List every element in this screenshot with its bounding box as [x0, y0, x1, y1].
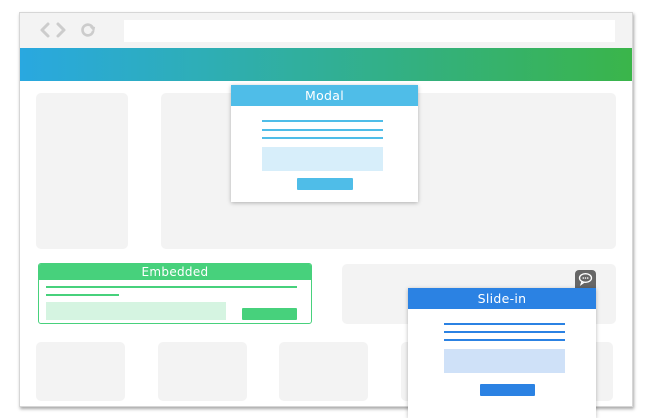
- browser-toolbar: [20, 13, 632, 48]
- address-bar[interactable]: [124, 20, 615, 42]
- embedded-form: Embedded: [38, 263, 312, 324]
- reload-icon[interactable]: [80, 21, 96, 39]
- modal-text-line: [262, 137, 383, 139]
- slidein-text-line: [444, 323, 565, 325]
- back-arrow-icon[interactable]: [37, 21, 53, 39]
- card-placeholder-1: [36, 342, 125, 401]
- embedded-title: Embedded: [39, 264, 311, 280]
- forward-arrow-icon[interactable]: [53, 21, 69, 39]
- modal-submit-button[interactable]: [297, 178, 353, 190]
- chat-bubble-icon: [578, 273, 593, 287]
- hero-banner: [20, 48, 632, 81]
- modal-text-line: [262, 129, 383, 131]
- card-placeholder-2: [158, 342, 247, 401]
- modal-popup: Modal: [231, 85, 418, 202]
- slidein-chat-tab[interactable]: [575, 270, 596, 289]
- modal-input-field[interactable]: [262, 147, 383, 171]
- sidebar-placeholder: [36, 93, 128, 249]
- modal-title: Modal: [231, 85, 418, 106]
- slidein-popup: Slide-in: [408, 288, 596, 418]
- embedded-text-line: [46, 286, 297, 288]
- modal-text-line: [262, 120, 383, 122]
- slidein-text-line: [444, 331, 565, 333]
- slidein-input-field[interactable]: [444, 349, 565, 373]
- slidein-title: Slide-in: [408, 288, 596, 309]
- slidein-submit-button[interactable]: [480, 384, 535, 396]
- embedded-submit-button[interactable]: [242, 308, 297, 320]
- embedded-input-field[interactable]: [46, 302, 226, 320]
- browser-window: [19, 12, 633, 407]
- slidein-text-line: [444, 339, 565, 341]
- embedded-text-line: [46, 294, 119, 296]
- card-placeholder-3: [279, 342, 368, 401]
